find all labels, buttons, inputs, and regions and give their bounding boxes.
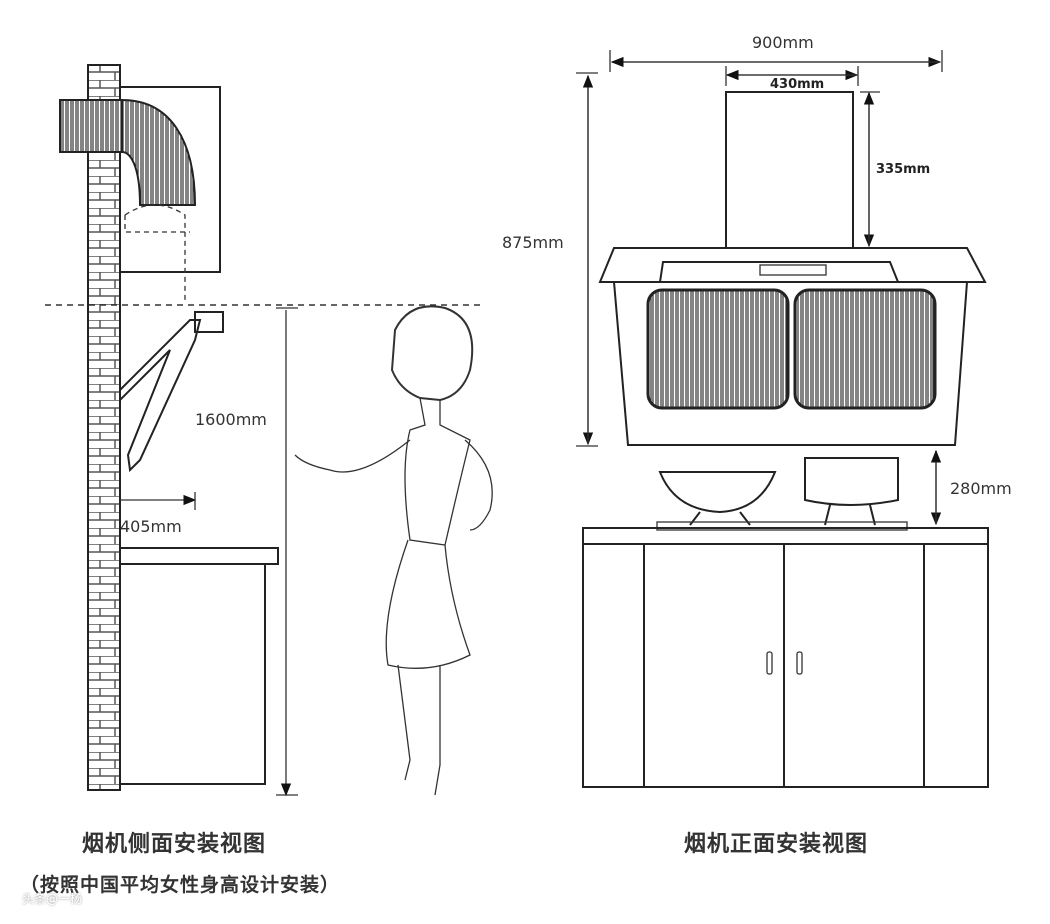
flex-duct bbox=[121, 98, 197, 206]
chimney-width-dimension: 430mm bbox=[770, 77, 824, 92]
side-view: 405mm 1600mm bbox=[45, 64, 485, 797]
hood-top bbox=[598, 247, 987, 283]
depth-dimension: 405mm bbox=[120, 517, 182, 536]
front-view: 900mm 430mm 335mm 875mm 280mm bbox=[502, 33, 1012, 788]
clearance-dimension: 280mm bbox=[950, 479, 1012, 498]
front-view-caption: 烟机正面安装视图 bbox=[684, 832, 869, 857]
wok bbox=[658, 471, 777, 526]
side-view-caption: 烟机侧面安装视图 bbox=[82, 832, 267, 857]
woman-figure bbox=[294, 305, 493, 796]
side-hood bbox=[119, 319, 202, 473]
duct-outlet bbox=[59, 99, 123, 153]
watermark: 头条@一杨 bbox=[22, 892, 83, 906]
total-height-dimension: 875mm bbox=[502, 233, 564, 252]
wall-cabinet bbox=[119, 86, 221, 273]
left-filter bbox=[646, 288, 790, 410]
chimney-height-dimension: 335mm bbox=[876, 162, 930, 177]
brick-wall bbox=[87, 64, 121, 791]
hood-body bbox=[613, 281, 968, 446]
side-view-note: （按照中国平均女性身高设计安装） bbox=[20, 874, 341, 896]
right-filter bbox=[793, 288, 937, 410]
width-dimension: 900mm bbox=[752, 33, 814, 52]
height-dimension: 1600mm bbox=[195, 410, 267, 429]
pot bbox=[804, 457, 899, 526]
chimney bbox=[725, 91, 854, 249]
base-cabinet bbox=[582, 543, 989, 788]
side-counter bbox=[119, 547, 279, 565]
